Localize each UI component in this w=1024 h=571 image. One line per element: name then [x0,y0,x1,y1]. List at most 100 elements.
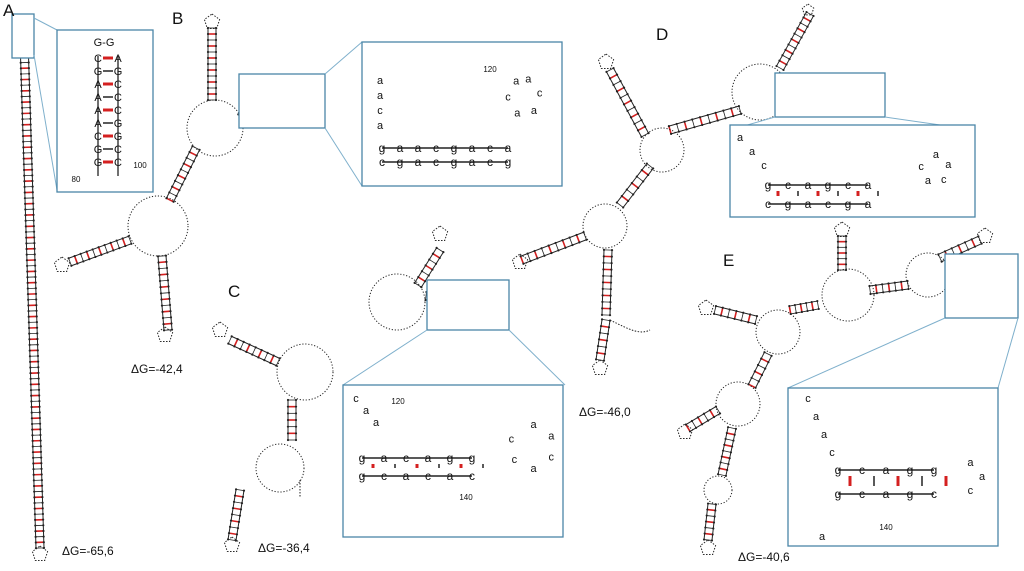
nucleotide [28,349,31,352]
zoom-line [508,329,566,386]
nucleotide [127,235,130,238]
nucleotide [836,251,840,255]
base-letter: c [505,92,511,104]
nucleotide [36,354,40,358]
nucleotide [575,233,578,237]
nucleotide [747,321,750,324]
base-letter: 100 [133,161,147,170]
base-pair [533,250,539,259]
base-pair [627,106,635,112]
nucleotide [20,78,23,81]
nucleotide [435,246,438,249]
panel-d-label: D [656,25,669,44]
base-letter: a [749,146,756,158]
base-letter: 80 [72,175,81,184]
base-pair [733,310,738,320]
base-pair [727,309,731,318]
base-letter: a [933,149,940,161]
nucleotide [76,262,79,265]
nucleotide [30,157,33,160]
nucleotide [26,264,29,268]
nucleotide [38,394,41,397]
base-pair [719,467,728,471]
nucleotide [32,213,35,216]
base-pair [747,314,751,323]
nucleotide [237,520,241,523]
base-letter: g [451,155,458,169]
nucleotide [214,74,218,78]
nucleotide [23,174,26,177]
nucleotide [881,283,884,286]
nucleotide [23,191,26,194]
base-pair [183,162,192,168]
nucleotide [900,280,903,283]
base-letter: c [845,178,851,192]
nucleotide [901,288,904,291]
nucleotide [629,116,633,119]
nucleotide [728,308,731,311]
base-pair [634,119,642,125]
hairpin-loop [676,423,694,439]
nucleotide [191,145,194,148]
base-pair [171,185,180,191]
nucleotide [286,412,290,415]
nucleotide [26,276,29,279]
nucleotide [782,68,785,72]
base-pair [760,357,769,363]
nucleotide [22,168,26,172]
nucleotide [25,242,28,245]
base-letter: c [829,447,835,459]
base-pair [636,176,644,182]
nucleotide [907,287,910,291]
base-pair [970,239,976,247]
nucleotide [29,106,32,109]
panel-a-structure: G-GCAGGACACACAGCGGCGC80100 [11,13,154,561]
base-letter: a [883,487,890,501]
nucleotide [242,489,246,492]
base-pair [676,123,680,132]
nucleotide [601,300,604,303]
base-letter: c [379,155,385,169]
base-pair [706,515,715,517]
nucleotide [88,258,91,261]
base-letter: c [785,178,791,192]
nucleotide [601,294,604,297]
nucleotide [286,398,290,402]
nucleotide [875,292,878,295]
base-pair [728,426,736,430]
nucleotide [802,16,805,19]
nucleotide [716,473,720,476]
nucleotide [172,200,175,203]
nucleotide [184,177,187,180]
nucleotide [836,246,840,249]
nucleotide [23,197,27,200]
hairpin-loop [833,221,851,237]
nucleotide [597,338,601,341]
base-pair [616,202,624,208]
nucleotide [27,309,30,313]
nucleotide [32,208,35,211]
nucleotide [619,80,622,83]
nucleotide [718,467,721,470]
nucleotide [602,359,606,362]
nucleotide [36,343,39,346]
base-pair [166,197,174,203]
nucleotide [161,316,165,320]
base-pair [85,251,91,260]
base-pair [630,112,639,119]
base-pair [887,283,891,292]
nucleotide [165,260,168,263]
hairpin-loop [53,256,71,272]
base-letter: c [537,87,543,99]
base-pair [598,338,608,342]
nucleotide [206,86,210,90]
base-pair [116,240,120,249]
stem-strand [685,406,717,425]
nucleotide [160,298,163,301]
nucleotide [601,281,605,284]
base-pair [157,255,167,257]
nucleotide [33,490,36,493]
nucleotide [28,343,31,347]
nucleotide [234,488,238,491]
